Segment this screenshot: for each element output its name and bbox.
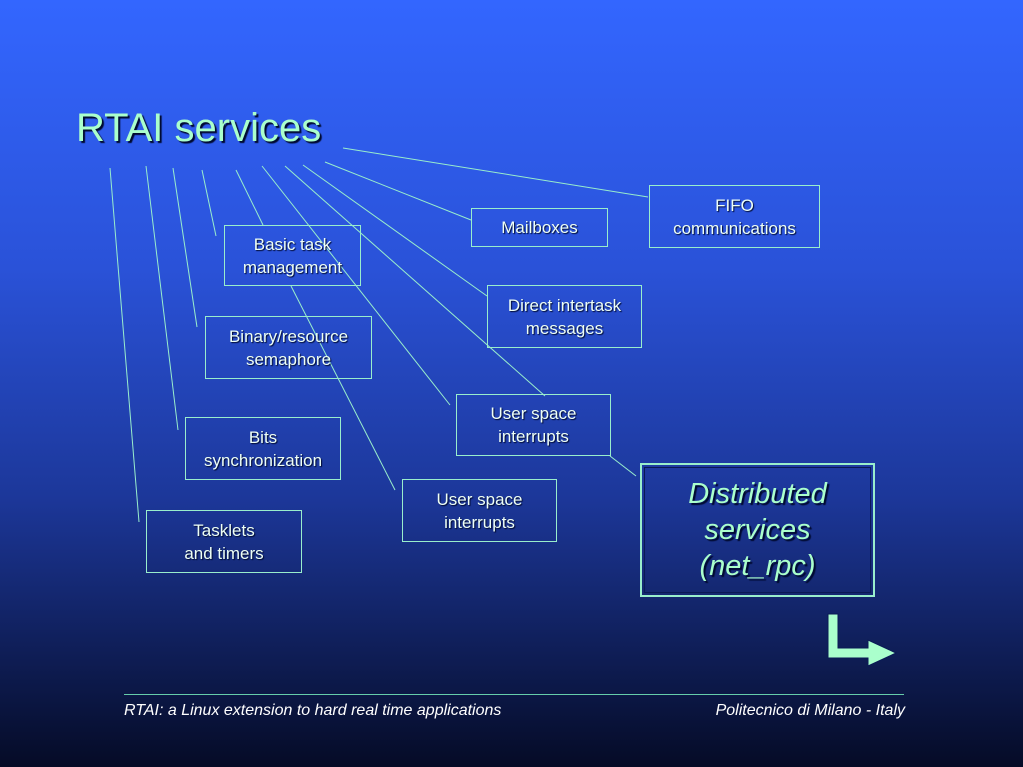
box-line: User space (436, 489, 523, 509)
box-basic-task-management: Basic task management (224, 225, 361, 286)
box-user-space-interrupts-1: User space interrupts (456, 394, 611, 456)
connector-bits-sync (145, 165, 179, 431)
box-line: messages (525, 318, 604, 338)
footer-right-text: Politecnico di Milano - Italy (715, 702, 905, 719)
footer-left-text: RTAI: a Linux extension to hard real tim… (124, 702, 502, 719)
box-line: interrupts (444, 512, 515, 532)
next-slide-arrow-icon[interactable] (820, 610, 900, 670)
footer-divider (124, 694, 904, 695)
box-mailboxes: Mailboxes (471, 208, 608, 247)
connector-direct-messages (302, 164, 488, 297)
connector-user-interrupts-2 (290, 285, 396, 491)
box-line: Mailboxes (501, 218, 578, 237)
box-line: interrupts (498, 427, 569, 446)
box-direct-intertask-messages: Direct intertask messages (487, 285, 642, 348)
box-distributed-services: Distributed services (net_rpc) (640, 463, 875, 597)
connector-tasklets (109, 167, 140, 523)
big-box-line: (net_rpc) (699, 550, 816, 582)
big-box-line: services (704, 514, 811, 546)
box-line: Tasklets (193, 520, 255, 540)
page-title: RTAI services (76, 106, 322, 150)
connector-binary-semaphore (172, 167, 198, 328)
connector-fifo (342, 147, 649, 198)
box-line: FIFO (715, 195, 754, 215)
connector-distributed-2 (609, 455, 637, 477)
box-fifo-communications: FIFO communications (649, 185, 820, 248)
box-bits-synchronization: Bits synchronization (185, 417, 341, 480)
box-binary-semaphore: Binary/resource semaphore (205, 316, 372, 379)
connector-mailboxes (324, 161, 472, 221)
connector-distributed (284, 165, 546, 397)
box-line: semaphore (245, 349, 332, 369)
box-line: management (242, 257, 343, 277)
connector-basic-task-2 (201, 169, 217, 237)
big-box-line: Distributed (688, 478, 827, 510)
box-line: Direct intertask (507, 295, 622, 315)
box-line: synchronization (203, 450, 323, 470)
box-line: Bits (248, 427, 278, 447)
box-line: User space (490, 404, 577, 423)
box-line: Basic task (253, 234, 332, 254)
box-user-space-interrupts-2: User space interrupts (402, 479, 557, 542)
box-tasklets-and-timers: Tasklets and timers (146, 510, 302, 573)
box-line: Binary/resource (228, 326, 349, 346)
connector-basic-task (235, 169, 264, 226)
box-line: and timers (184, 543, 264, 563)
box-line: communications (673, 218, 796, 238)
